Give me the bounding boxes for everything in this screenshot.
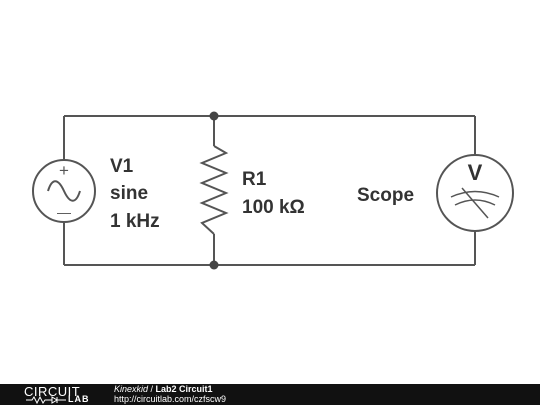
resistor-diode-icon	[26, 396, 66, 404]
footer-credit-line: Kinexkid / Lab2 Circuit1	[114, 384, 226, 394]
source-plus: +	[59, 161, 69, 180]
logo-wordmark-top: CIRCUIT	[24, 384, 81, 399]
resistor-zigzag	[199, 145, 229, 235]
logo-wordmark-bottom: LAB	[68, 394, 90, 404]
footer-separator: /	[148, 384, 156, 394]
author-link[interactable]: Kinexkid	[114, 384, 149, 394]
voltmeter-symbol: V	[468, 160, 483, 185]
meter-needle-icon	[461, 187, 489, 219]
source-type-label: sine	[110, 183, 148, 204]
source-minus: —	[57, 204, 71, 220]
sine-wave-icon	[47, 180, 81, 202]
voltage-source: + —	[32, 159, 96, 223]
footer-url[interactable]: http://circuitlab.com/czfscw9	[114, 394, 227, 404]
voltmeter: V	[436, 154, 514, 232]
circuit-title[interactable]: Lab2 Circuit1	[155, 384, 213, 394]
junction-top	[209, 111, 219, 121]
footer-bar: CIRCUIT LAB Kinexkid / Lab2 Circuit1 htt…	[0, 384, 540, 405]
scope-label: Scope	[357, 185, 414, 206]
junction-bottom	[209, 260, 219, 270]
footer-info: Kinexkid / Lab2 Circuit1 http://circuitl…	[114, 384, 226, 404]
circuitlab-logo[interactable]: CIRCUIT LAB	[22, 384, 102, 405]
voltmeter-circle	[436, 154, 514, 232]
circuit-schematic: + — V1 sine 1 kHz R1 100 kΩ Scope V	[32, 111, 514, 270]
resistor-value-label: 100 kΩ	[242, 197, 305, 218]
resistor-name-label: R1	[242, 169, 267, 190]
source-name-label: V1	[110, 156, 134, 177]
source-frequency-label: 1 kHz	[110, 211, 160, 232]
wires	[63, 115, 476, 266]
meter-scale-arc-inner	[454, 199, 496, 206]
meter-scale-arc-outer	[450, 190, 500, 198]
